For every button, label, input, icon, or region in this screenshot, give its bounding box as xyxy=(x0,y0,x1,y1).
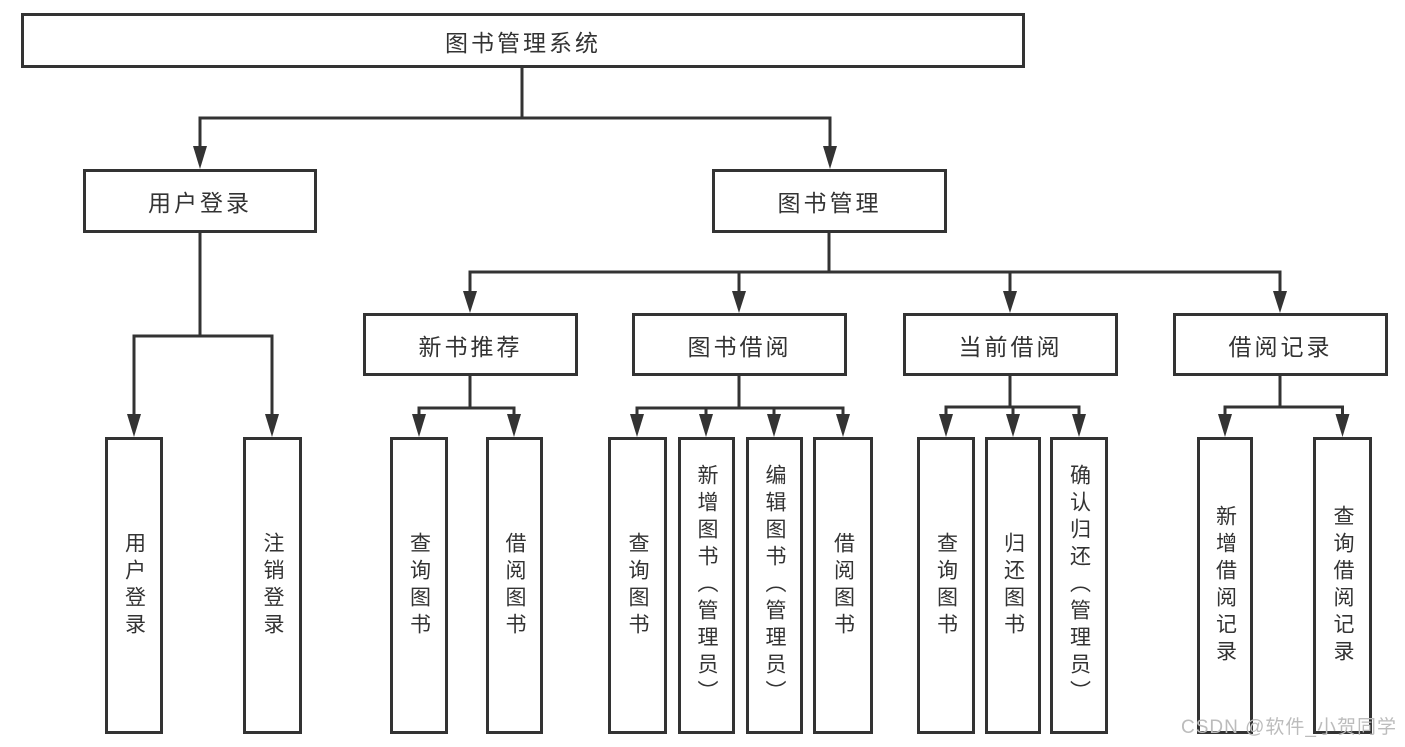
node-label: 新增图书（管理员） xyxy=(695,464,718,707)
node-book-management: 图书管理 xyxy=(712,169,947,233)
leaf-confirm-return-admin: 确认归还（管理员） xyxy=(1050,437,1108,734)
node-label: 用户登录 xyxy=(122,531,146,640)
connector-userlogin-branch xyxy=(132,231,274,417)
node-label: 新书推荐 xyxy=(418,333,523,360)
node-borrow-record: 借阅记录 xyxy=(1173,313,1388,376)
node-label: 借阅图书 xyxy=(831,531,855,640)
leaf-add-books-admin: 新增图书（管理员） xyxy=(678,437,735,734)
node-label: 查询图书 xyxy=(407,531,431,640)
node-book-borrow: 图书借阅 xyxy=(632,313,847,376)
leaf-logout: 注销登录 xyxy=(243,437,302,734)
leaf-return-books: 归还图书 xyxy=(985,437,1041,734)
node-label: 编辑图书（管理员） xyxy=(763,464,786,707)
connector-bookborrow-branch xyxy=(635,374,845,418)
leaf-query-books-3: 查询图书 xyxy=(917,437,975,734)
leaf-borrow-books-2: 借阅图书 xyxy=(813,437,873,734)
node-label: 查询图书 xyxy=(626,531,649,640)
node-label: 用户登录 xyxy=(148,190,252,216)
connector-newbook-branch xyxy=(417,374,516,418)
node-label: 查询借阅记录 xyxy=(1331,504,1354,667)
node-label: 借阅记录 xyxy=(1228,333,1333,360)
node-user-login-group: 用户登录 xyxy=(83,169,317,233)
node-label: 当前借阅 xyxy=(958,333,1063,360)
connector-bookmgmt-branch xyxy=(468,231,1282,293)
connector-root-branch xyxy=(198,66,832,148)
node-label: 注销登录 xyxy=(261,531,284,640)
connector-record-branch xyxy=(1223,374,1344,418)
node-label: 确认归还（管理员） xyxy=(1067,464,1091,707)
leaf-query-books-2: 查询图书 xyxy=(608,437,667,734)
node-current-borrow: 当前借阅 xyxy=(903,313,1118,376)
leaf-add-borrow-record: 新增借阅记录 xyxy=(1197,437,1253,734)
node-label: 图书借阅 xyxy=(687,333,792,360)
leaf-user-login: 用户登录 xyxy=(105,437,163,734)
node-new-book-recommend: 新书推荐 xyxy=(363,313,578,376)
leaf-edit-books-admin: 编辑图书（管理员） xyxy=(746,437,803,734)
connector-current-branch xyxy=(944,374,1081,418)
node-label: 查询图书 xyxy=(934,531,958,640)
node-label: 新增借阅记录 xyxy=(1213,504,1237,667)
leaf-query-books-1: 查询图书 xyxy=(390,437,448,734)
leaf-query-borrow-record: 查询借阅记录 xyxy=(1313,437,1372,734)
arrowheads xyxy=(127,146,1350,437)
node-label: 归还图书 xyxy=(1001,531,1025,640)
node-label: 图书管理系统 xyxy=(445,29,601,56)
node-library-management-system: 图书管理系统 xyxy=(21,13,1025,68)
csdn-watermark: CSDN @软件_小贺同学 xyxy=(1181,717,1397,738)
node-label: 图书管理 xyxy=(777,190,882,216)
node-label: 借阅图书 xyxy=(503,531,526,640)
leaf-borrow-books-1: 借阅图书 xyxy=(486,437,543,734)
